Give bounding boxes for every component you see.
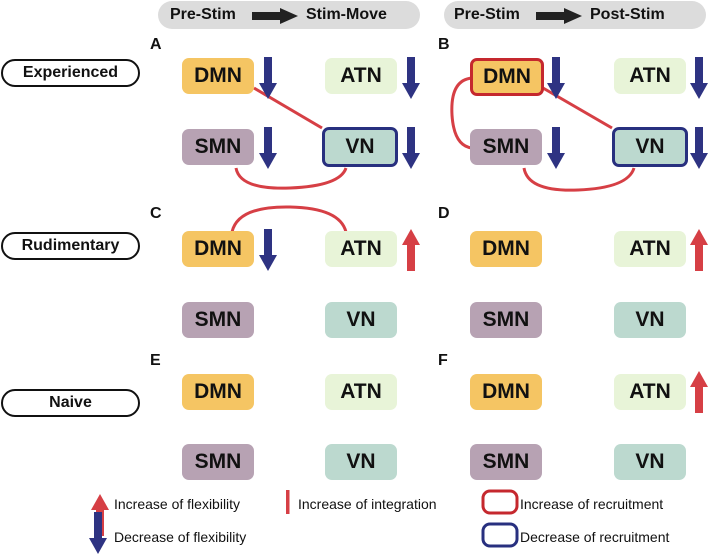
link-a-smn-vn xyxy=(234,167,348,190)
arrow-down-icon xyxy=(690,127,708,169)
node-c-atn: ATN xyxy=(325,231,397,267)
arrow-down-icon xyxy=(547,127,565,169)
header-left-label: Pre-Stim xyxy=(454,6,520,23)
node-d-smn: SMN xyxy=(470,302,542,338)
arrow-up-icon xyxy=(402,229,420,271)
arrow-down-icon xyxy=(259,57,277,99)
node-a-dmn: DMN xyxy=(182,58,254,94)
node-a-smn: SMN xyxy=(182,129,254,165)
group-experienced: Experienced xyxy=(1,59,140,87)
node-c-vn: VN xyxy=(325,302,397,338)
panel-label-a: A xyxy=(150,36,162,53)
arrow-down-icon xyxy=(259,127,277,169)
link-c-dmn-atn xyxy=(230,205,348,233)
arrow-down-icon xyxy=(547,57,565,99)
header-left-label: Pre-Stim xyxy=(170,6,236,23)
node-f-vn: VN xyxy=(614,444,686,480)
node-d-atn: ATN xyxy=(614,231,686,267)
header-pre-to-post-stim: Pre-Stim Post-Stim xyxy=(444,1,706,29)
legend-dec-flex: Decrease of flexibility xyxy=(114,529,247,545)
header-right-label: Post-Stim xyxy=(590,6,665,23)
node-a-atn: ATN xyxy=(325,58,397,94)
node-c-smn: SMN xyxy=(182,302,254,338)
header-pre-to-stim-move: Pre-Stim Stim-Move xyxy=(158,1,420,29)
link-b-dmn-smn xyxy=(450,76,473,150)
node-e-dmn: DMN xyxy=(182,374,254,410)
arrow-down-icon xyxy=(402,127,420,169)
node-e-vn: VN xyxy=(325,444,397,480)
node-d-vn: VN xyxy=(614,302,686,338)
panel-label-b: B xyxy=(438,36,450,53)
group-rudimentary: Rudimentary xyxy=(1,232,140,260)
node-b-atn: ATN xyxy=(614,58,686,94)
panel-label-e: E xyxy=(150,352,161,369)
legend-dec-recruit: Decrease of recruitment xyxy=(520,529,670,545)
panel-label-c: C xyxy=(150,205,162,222)
link-a-dmn-vn xyxy=(253,86,323,130)
legend-inc-recruit: Increase of recruitment xyxy=(520,496,664,512)
arrow-up-icon xyxy=(690,229,708,271)
legend-inc-integration: Increase of integration xyxy=(298,496,437,512)
panel-label-d: D xyxy=(438,205,450,222)
node-b-dmn: DMN xyxy=(470,58,544,96)
legend-arrow-down-icon xyxy=(89,512,107,554)
node-e-smn: SMN xyxy=(182,444,254,480)
header-right-label: Stim-Move xyxy=(306,6,387,23)
node-f-dmn: DMN xyxy=(470,374,542,410)
node-d-dmn: DMN xyxy=(470,231,542,267)
arrow-down-icon xyxy=(259,229,277,271)
node-f-atn: ATN xyxy=(614,374,686,410)
legend-integration-line-icon xyxy=(286,490,290,514)
node-b-vn: VN xyxy=(612,127,688,167)
arrow-down-icon xyxy=(402,57,420,99)
legend-recruit-up-icon xyxy=(481,489,519,515)
link-b-smn-vn xyxy=(522,167,636,192)
node-b-smn: SMN xyxy=(470,129,542,165)
node-c-dmn: DMN xyxy=(182,231,254,267)
legend-inc-flex: Increase of flexibility xyxy=(114,496,241,512)
right-arrow-icon xyxy=(252,8,298,24)
group-naive: Naive xyxy=(1,389,140,417)
node-e-atn: ATN xyxy=(325,374,397,410)
right-arrow-icon xyxy=(536,8,582,24)
node-f-smn: SMN xyxy=(470,444,542,480)
arrow-up-icon xyxy=(690,371,708,413)
legend-recruit-down-icon xyxy=(481,522,519,548)
node-a-vn: VN xyxy=(322,127,398,167)
panel-label-f: F xyxy=(438,352,448,369)
arrow-down-icon xyxy=(690,57,708,99)
